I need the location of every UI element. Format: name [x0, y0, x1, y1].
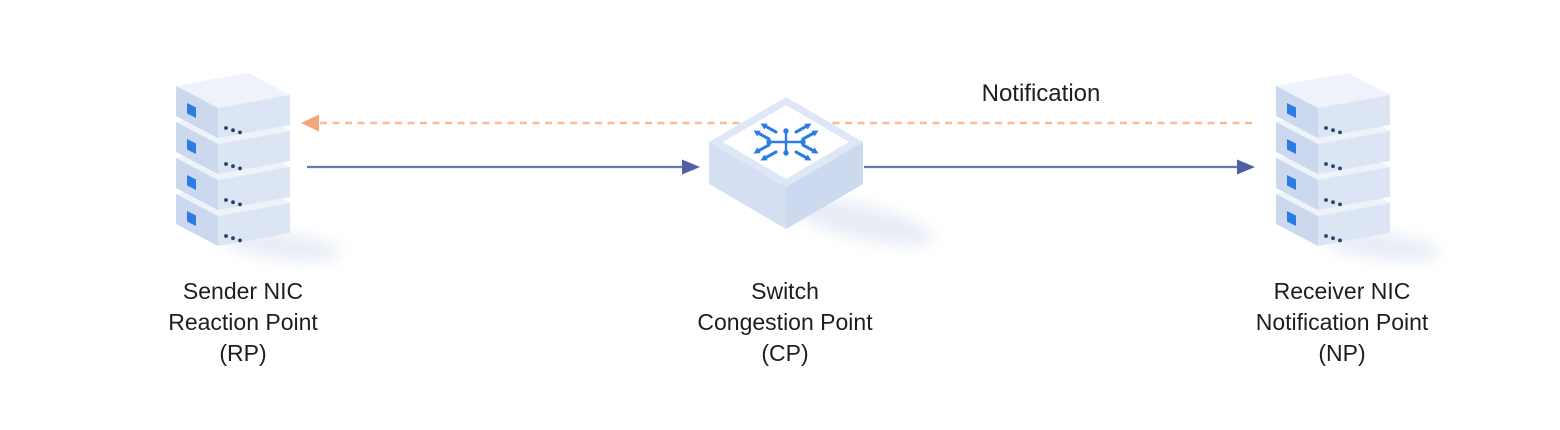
switch-label-line2: Congestion Point — [697, 309, 873, 335]
switch-right-face — [786, 142, 863, 229]
notification-arrowhead-icon — [301, 114, 319, 132]
switch-ports-icon — [753, 123, 819, 161]
receiver-label-line3: (NP) — [1318, 340, 1366, 366]
sender-node-label: Sender NIC Reaction Point (RP) — [103, 276, 383, 369]
receiver-node-label: Receiver NIC Notification Point (NP) — [1202, 276, 1482, 369]
sender-to-switch-arrow — [307, 159, 700, 175]
receiver-server-icon — [1276, 73, 1390, 246]
switch-label-line1: Switch — [751, 278, 819, 304]
sender-label-line1: Sender NIC — [182, 278, 304, 304]
sender-label-line3: (RP) — [219, 340, 267, 366]
flow-arrowhead-icon — [682, 159, 700, 175]
switch-left-face — [709, 142, 786, 229]
switch-icon — [709, 97, 863, 229]
sender-server-icon — [176, 73, 290, 246]
switch-shadow — [791, 198, 933, 246]
switch-label-line3: (CP) — [761, 340, 809, 366]
notification-arrow-label: Notification — [981, 80, 1101, 107]
switch-node-label: Switch Congestion Point (CP) — [645, 276, 925, 369]
switch-to-receiver-arrow — [864, 159, 1255, 175]
sender-label-line2: Reaction Point — [168, 309, 318, 335]
receiver-label-line2: Notification Point — [1255, 309, 1429, 335]
receiver-label-line1: Receiver NIC — [1273, 278, 1411, 304]
flow-arrowhead-icon — [1237, 159, 1255, 175]
